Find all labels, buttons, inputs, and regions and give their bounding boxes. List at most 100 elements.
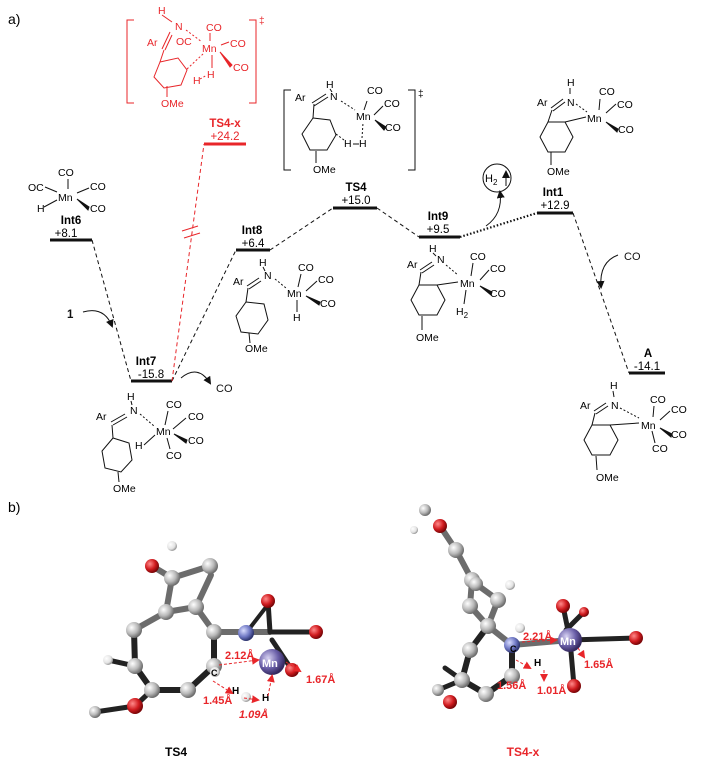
- a-co-top: CO: [650, 394, 666, 406]
- int8-ar: Ar: [233, 276, 244, 288]
- label-ts4-energy: +15.0: [341, 195, 370, 207]
- int6-oc: OC: [28, 182, 44, 194]
- ts4-bonds: [301, 88, 387, 163]
- ts4-atom-o-methoxy: [145, 559, 159, 573]
- model-ts4x: Mn C H 2.21Å 1.65Å 1.56Å 1.01Å TS4-x: [410, 504, 643, 759]
- ts4x-ar: Ar: [147, 37, 158, 49]
- int9-mn: Mn: [460, 278, 475, 290]
- ts4x-h-label: H: [534, 658, 541, 669]
- label-a-name: A: [644, 348, 652, 360]
- a-ome: OMe: [596, 472, 619, 484]
- ts4x-n: N: [175, 21, 183, 33]
- int6-co-top: CO: [58, 167, 74, 179]
- energy-levels: [50, 142, 665, 383]
- int6-h: H: [37, 203, 45, 215]
- connector-int7-ts4x: [171, 143, 205, 382]
- int7-co-br: CO: [188, 435, 204, 447]
- ts4x-h-mn: H: [207, 69, 215, 81]
- label-int8-name: Int8: [242, 225, 263, 237]
- int1-co-top: CO: [599, 86, 615, 98]
- ts4-h2: H: [359, 138, 367, 150]
- ts4x-distance-labels: 2.21Å 1.65Å 1.56Å 1.01Å: [497, 630, 613, 697]
- structure-int6: CO Mn OC CO H CO: [28, 167, 106, 215]
- ts4-dist-c-mn: 2.12Å: [225, 649, 254, 662]
- ts4-co-right: CO: [384, 98, 400, 110]
- int7-n: N: [130, 405, 138, 417]
- int9-ar: Ar: [407, 259, 418, 271]
- int1-n: N: [567, 97, 575, 109]
- ts4-model-atoms: [89, 541, 323, 718]
- ts4x-dist-h: 1.01Å: [537, 684, 566, 697]
- ts4x-co-top: CO: [206, 22, 222, 34]
- structure-int1: Ar H N Mn CO CO CO OMe: [537, 77, 634, 178]
- int8-bonds: [235, 266, 321, 344]
- ts4x-oc: OC: [176, 36, 192, 48]
- int7-mn: Mn: [156, 426, 171, 438]
- label-int7-energy: -15.8: [138, 369, 164, 381]
- int6-bonds: [43, 179, 90, 211]
- label-ts4x-energy: +24.2: [210, 131, 239, 143]
- ts4-dist-c-h: 1.45Å: [203, 694, 232, 707]
- int7-co-top: CO: [166, 399, 182, 411]
- connector-int6-int7: [91, 239, 132, 382]
- ts4x-dist-c-mn: 2.21Å: [523, 630, 552, 643]
- structure-int8: Ar H N Mn CO CO CO H OMe: [233, 257, 336, 355]
- ts4x-dist-mn-h: 1.65Å: [584, 658, 613, 671]
- ts4-caption: TS4: [165, 745, 187, 759]
- ts4-atom-mn: [259, 649, 285, 675]
- ts4x-ome: OMe: [161, 98, 184, 110]
- ts4-co-top: CO: [367, 85, 383, 97]
- ts4-distance-lines: [212, 656, 302, 704]
- int7-bonds: [101, 400, 188, 483]
- int1-co-right: CO: [617, 99, 633, 111]
- reagent-1-label: 1: [67, 309, 74, 321]
- label-int8-energy: +6.4: [242, 238, 265, 250]
- label-ts4x-name: TS4-x: [209, 118, 241, 130]
- ts4x-model-atoms: [410, 504, 643, 709]
- ts4-model-bonds: [92, 563, 319, 715]
- ts4-co-br: CO: [385, 122, 401, 134]
- structure-int7: Ar H N Mn CO CO CO CO H OMe: [96, 391, 204, 495]
- connector-int7-int8: [171, 249, 237, 382]
- reagent-arrows: 1 CO CO: [67, 163, 641, 395]
- int9-co-right: CO: [490, 263, 506, 275]
- int9-co-top: CO: [470, 251, 486, 263]
- structure-a: Ar H N Mn CO CO CO CO OMe: [580, 380, 687, 484]
- a-co-br: CO: [671, 429, 687, 441]
- int9-co-br: CO: [490, 288, 506, 300]
- co-loss-arrow: [180, 371, 212, 385]
- int6-mn: Mn: [58, 192, 73, 204]
- structure-ts4x: ‡ Ar H N Mn OC CO CO CO H H OMe: [126, 5, 265, 110]
- connector-int8-ts4: [269, 207, 334, 251]
- int9-h2: H2: [456, 306, 469, 320]
- panel-a-label: a): [8, 11, 20, 27]
- structure-int9: Ar H N Mn CO CO CO H2 OMe: [407, 243, 506, 344]
- ts4x-caption: TS4-x: [507, 745, 540, 759]
- int9-h: H: [429, 243, 437, 255]
- level-labels: Int6 +8.1 Int7 -15.8 TS4-x +24.2 Int8 +6…: [55, 118, 660, 381]
- int6-co-right: CO: [90, 181, 106, 193]
- ts4x-co-right: CO: [230, 38, 246, 50]
- label-int9-energy: +9.5: [427, 224, 450, 236]
- int8-co-right: CO: [318, 274, 334, 286]
- int8-ome: OMe: [245, 343, 268, 355]
- int1-ome: OMe: [547, 166, 570, 178]
- reagent-1-arrow: [82, 310, 114, 328]
- int1-co-br: CO: [618, 124, 634, 136]
- int7-h: H: [127, 391, 135, 403]
- ts4-c-label: C: [211, 668, 218, 678]
- int6-co-br: CO: [90, 203, 106, 215]
- a-bonds: [583, 390, 673, 471]
- a-n: N: [611, 400, 619, 412]
- co-gain-label: CO: [624, 251, 641, 263]
- label-int1-name: Int1: [543, 187, 564, 199]
- ts4-ome: OMe: [313, 164, 336, 176]
- model-ts4: Mn C H H 2.12Å 1.67Å 1.45Å 1.09Å TS4: [89, 541, 335, 759]
- h2-release-arrow: [485, 190, 505, 227]
- ts4-n: N: [330, 91, 338, 103]
- int1-mn: Mn: [587, 113, 602, 125]
- int1-h: H: [567, 77, 575, 89]
- ts4-atom-n: [238, 625, 254, 641]
- int8-co-top: CO: [298, 262, 314, 274]
